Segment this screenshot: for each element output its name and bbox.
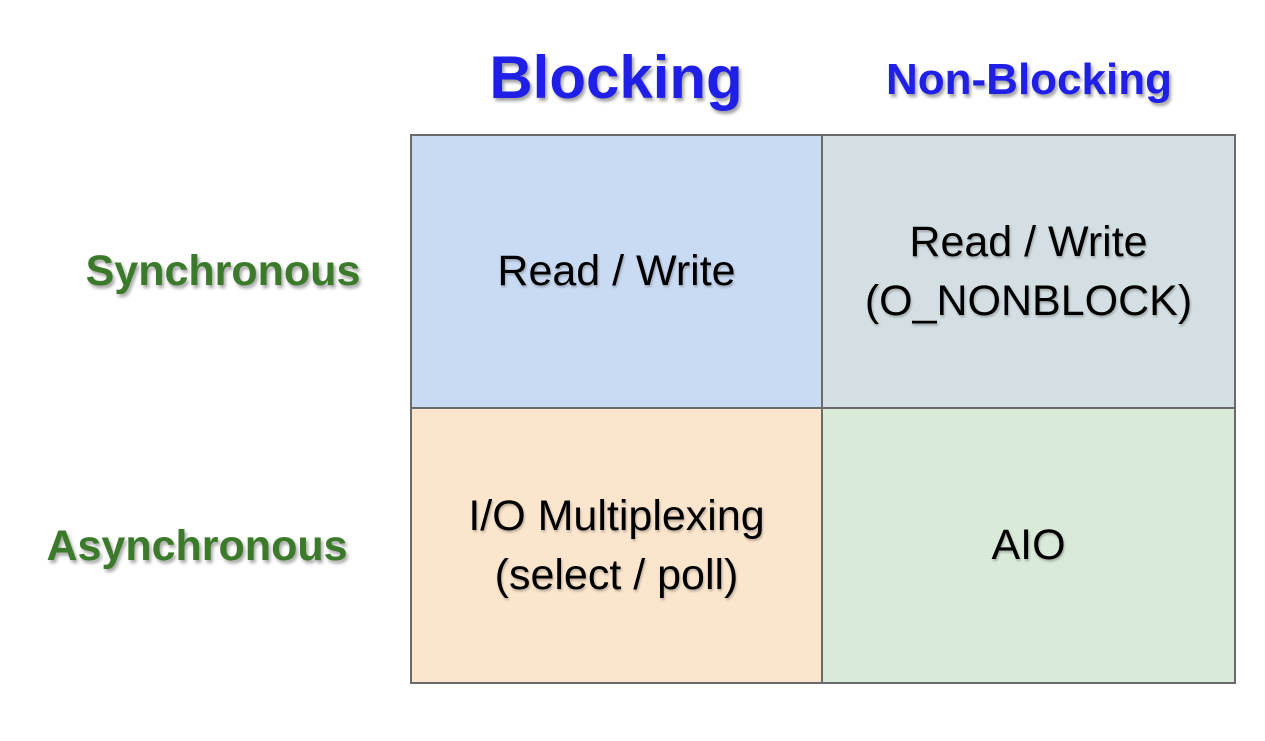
cell-synchronous-non-blocking: Read / Write (O_NONBLOCK) [823,136,1234,409]
cell-text-line: I/O Multiplexing [468,492,765,541]
cell-asynchronous-non-blocking: AIO [823,409,1234,682]
cell-asynchronous-blocking: I/O Multiplexing (select / poll) [412,409,823,682]
cell-text-line: Read / Write [909,218,1148,267]
cell-text-line: (O_NONBLOCK) [864,276,1193,325]
row-label-synchronous: Synchronous [85,246,361,295]
column-header-non-blocking: Non-Blocking [886,55,1172,104]
cell-text-line: AIO [991,521,1066,570]
io-model-matrix: Read / Write Read / Write (O_NONBLOCK) I… [410,134,1236,684]
cell-text-line: Read / Write [497,247,736,296]
cell-text-line: (select / poll) [494,550,739,599]
column-header-blocking: Blocking [489,44,743,111]
cell-synchronous-blocking: Read / Write [412,136,823,409]
row-label-asynchronous: Asynchronous [46,521,348,570]
